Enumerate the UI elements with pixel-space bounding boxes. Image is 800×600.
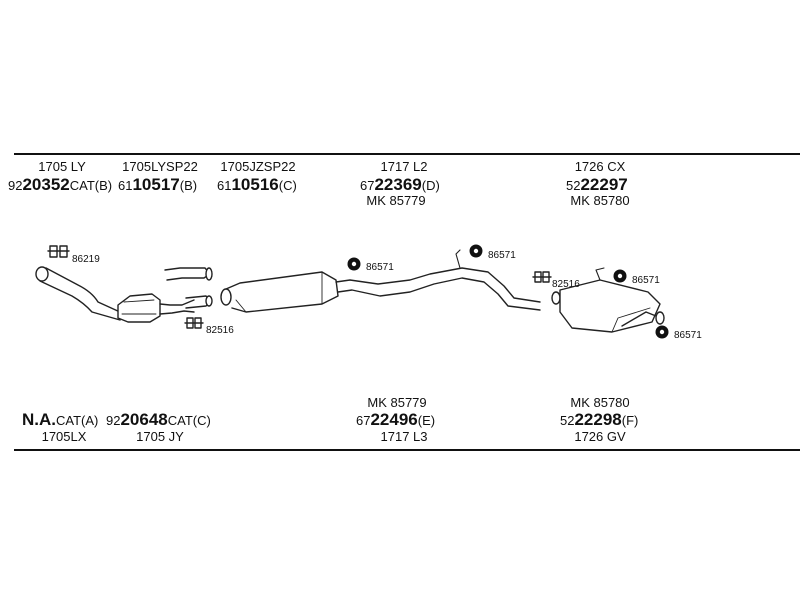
- top-code-2: 1705LYSP22: [122, 159, 198, 174]
- top-part-number-5[interactable]: 5222297: [566, 175, 628, 194]
- bottom-part-number-4[interactable]: 5222298(F): [560, 410, 639, 429]
- bottom-divider: [14, 449, 800, 451]
- ref-hanger-1: 86571: [366, 262, 394, 273]
- top-mk-5: MK 85780: [570, 193, 630, 208]
- bottom-code-3: 1717 L3: [380, 429, 428, 444]
- top-part-number-2[interactable]: 6110517(B): [118, 175, 198, 194]
- clamp-front-icon[interactable]: [47, 245, 70, 258]
- bottom-part-number-3[interactable]: 6722496(E): [356, 410, 436, 429]
- top-part-number-4[interactable]: 6722369(D): [360, 175, 440, 194]
- bottom-mk-3: MK 85779: [367, 395, 427, 410]
- bottom-code-2: 1705 JY: [136, 429, 184, 444]
- ref-hanger-2: 86571: [488, 250, 516, 261]
- front-pipe[interactable]: [35, 266, 121, 321]
- hanger-icon-1[interactable]: [347, 257, 361, 271]
- ref-hanger-4: 86571: [674, 330, 702, 341]
- clamp-cat-icon[interactable]: [184, 317, 204, 329]
- bottom-part-number-1[interactable]: N.A.CAT(A): [22, 410, 99, 429]
- bottom-part-number-2[interactable]: 9220648CAT(C): [106, 410, 211, 429]
- top-mk-4: MK 85779: [366, 193, 426, 208]
- clamp-rear-icon[interactable]: [532, 271, 552, 283]
- ref-clamp-cat: 82516: [206, 325, 234, 336]
- top-part-number-1[interactable]: 9220352CAT(B): [8, 175, 113, 194]
- bottom-code-4: 1726 GV: [574, 429, 626, 444]
- top-code-5: 1726 CX: [574, 159, 626, 174]
- intermediate-pipes[interactable]: [164, 267, 213, 309]
- top-part-number-3[interactable]: 6110516(C): [217, 175, 297, 194]
- catalytic-converter[interactable]: [117, 293, 195, 323]
- middle-silencer[interactable]: [220, 271, 339, 313]
- top-code-1: 1705 LY: [38, 159, 86, 174]
- top-code-4: 1717 L2: [380, 159, 428, 174]
- ref-clamp-rear: 82516: [552, 279, 580, 290]
- bottom-mk-4: MK 85780: [570, 395, 630, 410]
- hanger-icon-3[interactable]: [613, 269, 627, 283]
- ref-hanger-3: 86571: [632, 275, 660, 286]
- hanger-icon-4[interactable]: [655, 325, 669, 339]
- top-divider: [14, 153, 800, 155]
- top-code-3: 1705JZSP22: [220, 159, 296, 174]
- center-pipe[interactable]: [335, 249, 541, 311]
- bottom-code-1: 1705LX: [41, 429, 87, 444]
- ref-clamp-front: 86219: [72, 254, 100, 265]
- rear-silencer[interactable]: [551, 267, 665, 333]
- hanger-icon-2[interactable]: [469, 244, 483, 258]
